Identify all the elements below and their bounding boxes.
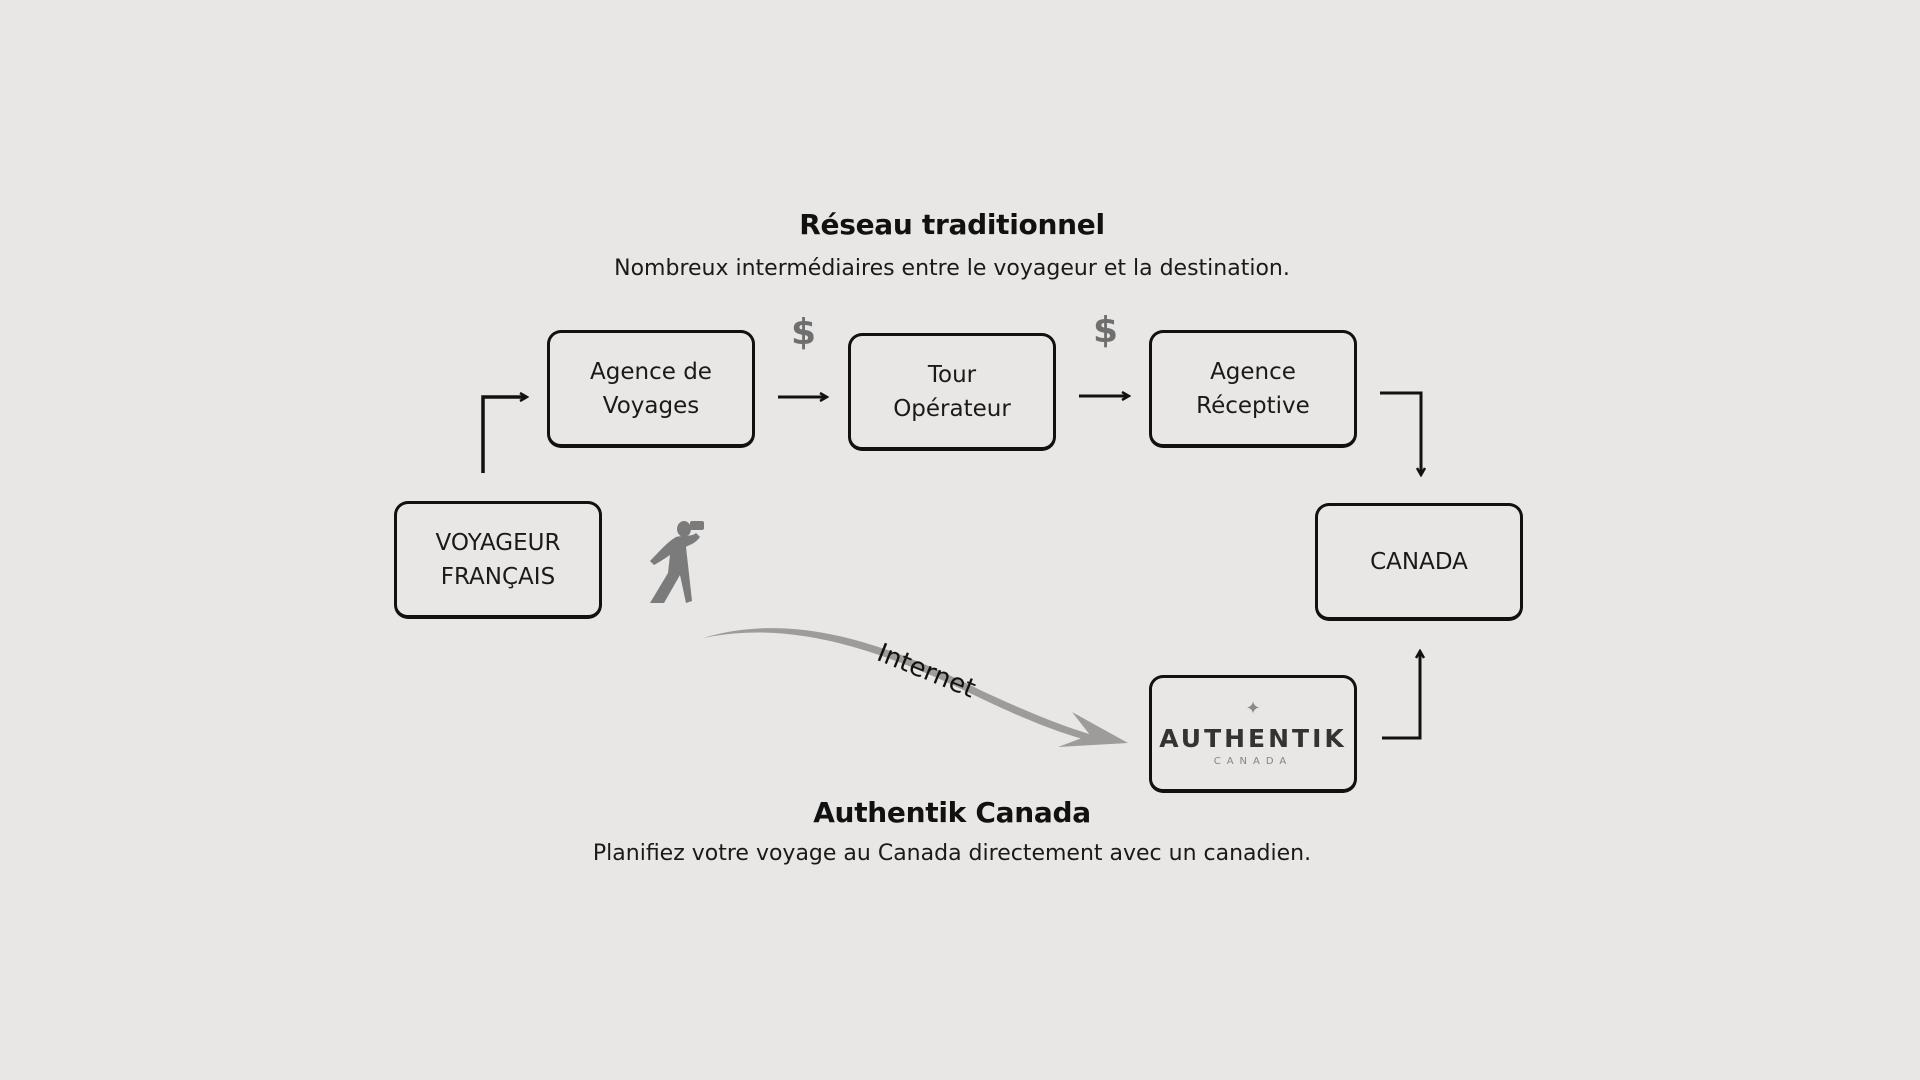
logo-subtext: CANADA — [1213, 755, 1293, 767]
fee-dollar-icon: $ — [791, 312, 817, 353]
traveler-with-camera-icon — [650, 521, 704, 603]
node-label: CANADA — [1370, 548, 1468, 575]
node-traveler: VOYAGEUR FRANÇAIS — [394, 501, 602, 619]
node-label: Voyages — [602, 392, 700, 419]
node-label: Opérateur — [893, 395, 1011, 422]
arrow-receptive-to-canada — [1380, 391, 1421, 474]
node-label: Agence de — [590, 358, 712, 385]
arrow-authentik-to-canada — [1382, 652, 1420, 740]
internet-arrowhead — [1058, 712, 1128, 747]
node-label: FRANÇAIS — [440, 563, 556, 590]
authentik-title: Authentik Canada — [813, 796, 1091, 829]
node-label: Agence — [1210, 358, 1296, 385]
logo-wordmark: AUTHENTIK — [1159, 723, 1347, 753]
arrow-traveler-to-agency — [481, 397, 526, 473]
node-label: Tour — [927, 361, 977, 388]
authentik-subtitle: Planifiez votre voyage au Canada directe… — [592, 841, 1312, 866]
node-travel-agency: Agence de Voyages — [547, 330, 755, 448]
node-label: Réceptive — [1196, 392, 1310, 419]
traditional-title: Réseau traditionnel — [799, 208, 1105, 241]
node-authentik-canada: ✦ AUTHENTIK CANADA — [1149, 675, 1357, 793]
node-label: VOYAGEUR — [435, 529, 561, 556]
maple-leaf-icon: ✦ — [1245, 697, 1261, 719]
node-canada: CANADA — [1315, 503, 1523, 621]
traditional-subtitle: Nombreux intermédiaires entre le voyageu… — [614, 256, 1290, 281]
internet-arrow — [703, 628, 1100, 742]
fee-dollar-icon: $ — [1093, 310, 1119, 351]
